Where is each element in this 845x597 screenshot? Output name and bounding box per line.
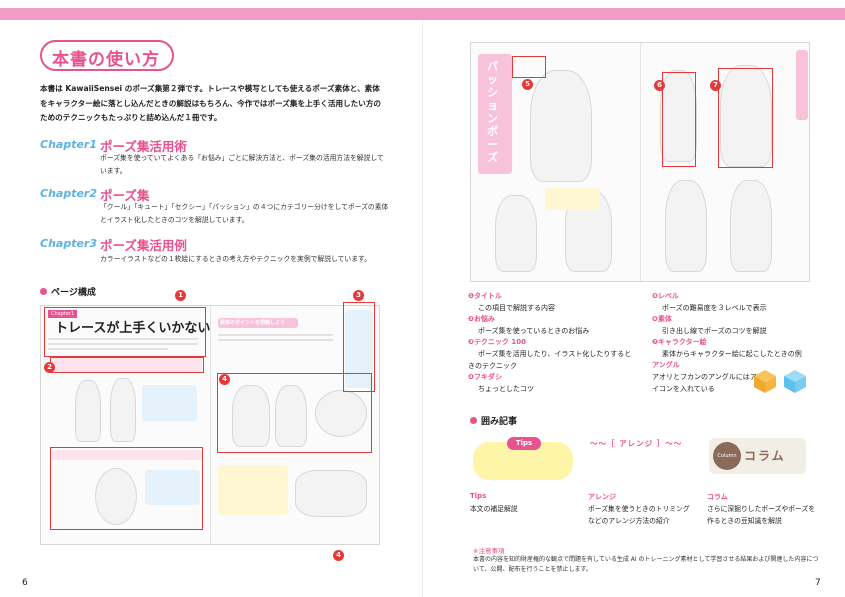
- page-number-left: 6: [22, 578, 28, 588]
- sample-text-line: [48, 343, 198, 345]
- intro-text: 本書は KawaiiSensei のポーズ集第２弾です。トレースや模写としても使…: [40, 84, 382, 122]
- note-heading: ※注意事項: [473, 547, 505, 555]
- sample-vertical-title-bg: [478, 54, 512, 174]
- chapter3-title: ポーズ集活用例: [100, 238, 187, 253]
- page-title: 本書の使い方: [52, 50, 160, 70]
- chapter1-title: ポーズ集活用術: [100, 139, 187, 154]
- legend-title: ❶タイトルこの項目で解説する内容: [468, 292, 555, 312]
- sample-pose-figure: [660, 70, 697, 162]
- top-color-bar: [0, 8, 845, 20]
- callout-box-character: [718, 68, 773, 168]
- callout-5: 5: [522, 79, 533, 90]
- legend-level: ❺レベルポーズの難易度を３レベルで表示: [652, 292, 767, 312]
- sample-subhead: 素体のポイントを把握しよう: [220, 320, 286, 326]
- callout-7: 7: [710, 80, 721, 91]
- sample-tip-box: [545, 188, 600, 210]
- sample-chapter-tag: Chapter1: [48, 310, 78, 318]
- sample-worry-box: [52, 358, 202, 372]
- callout-4: 4: [219, 374, 230, 385]
- sample-text-line: [218, 334, 333, 336]
- sample-title: トレースが上手くいかない: [55, 321, 211, 336]
- sample-pose-figure: [495, 195, 537, 272]
- column-circle: Column: [713, 442, 741, 470]
- chapter2-desc: 「クール」「キュート」「セクシー」「パッション」の４つにカテゴリー分けをしてポー…: [100, 203, 389, 224]
- legend-character: ❼キャラクター絵素体からキャラクター絵に起こしたときの例: [652, 338, 802, 358]
- angle-up-icon: [754, 370, 776, 393]
- sample-vertical-title: パッションポーズ: [487, 60, 498, 164]
- chapter3-label: Chapter3: [40, 237, 97, 250]
- sample-tip-box: [142, 385, 197, 421]
- callout-box-bubble: [217, 373, 372, 453]
- page-gutter: [422, 20, 423, 597]
- angle-down-icon: [784, 370, 806, 393]
- callout-2: 2: [44, 362, 55, 373]
- tips-label: Tips: [470, 492, 487, 500]
- chapter2-title: ポーズ集: [100, 188, 150, 203]
- legend-body: ❻素体引き出し線でポーズのコツを解説: [652, 315, 767, 335]
- callout-box-body: [662, 72, 696, 167]
- sample-tip-box: [145, 470, 200, 505]
- tips-desc: 本文の補足解説: [470, 505, 518, 513]
- legend-angle: アングルアオリとフカンのアングルにはアイコンを入れている: [652, 361, 757, 393]
- boxes-heading: 囲み記事: [481, 417, 518, 427]
- sample-worry-box: [52, 450, 202, 460]
- sample-gutter: [210, 306, 211, 544]
- arrange-heading: 〜〜［ アレンジ ］〜〜: [590, 439, 683, 448]
- sample-pose-figure: [665, 180, 707, 272]
- sample-pose-figure: [110, 378, 136, 442]
- sample-character-sketch: [315, 390, 367, 437]
- callout-4b: 4: [333, 550, 344, 561]
- sample-character-sketch: [730, 180, 772, 272]
- callout-box-title: [44, 307, 206, 357]
- callout-3: 3: [353, 290, 364, 301]
- tips-tag: Tips: [507, 437, 541, 450]
- note-body: 本書の内容を知的財産権的な観点で問題を有している生成 AI のトレーニング素材と…: [473, 556, 819, 573]
- sample-pose-figure: [530, 70, 592, 182]
- callout-box-level: [512, 56, 546, 78]
- chapter1-desc: ポーズ集を使っていてよくある「お悩み」ごとに解決方法と、ポーズ集の活用方法を解説…: [100, 154, 384, 175]
- chapter1-label: Chapter1: [40, 138, 97, 151]
- sample-text-line: [48, 338, 198, 340]
- callout-box-worry: [50, 357, 204, 373]
- sample-tip-box: [218, 465, 288, 515]
- sample-pose-figure: [75, 380, 101, 442]
- chapter3-desc: カラーイラストなどの１枚絵にするときの考え方やテクニックを実例で解説しています。: [100, 255, 371, 263]
- sample-pose-figure: [275, 385, 307, 447]
- page-number-right: 7: [815, 578, 821, 588]
- section-bullet: [470, 417, 477, 424]
- sample-subhead-bar: [218, 318, 298, 328]
- column-desc: さらに深掘りしたポーズやポーズを作るときの豆知識を解説: [707, 505, 816, 525]
- chapter2-label: Chapter2: [40, 187, 97, 200]
- sample-side-tab: [796, 50, 808, 120]
- column-label: コラム: [707, 493, 728, 501]
- callout-1: 1: [175, 290, 186, 301]
- sample-text-line: [48, 348, 168, 350]
- arrange-desc: ポーズ集を使うときのトリミングなどのアレンジ方法の紹介: [588, 505, 690, 525]
- sample-side-tab: [345, 310, 373, 388]
- sample-pose-figure: [295, 470, 367, 517]
- sample-character-sketch: [95, 468, 137, 525]
- sample-character-sketch: [720, 65, 772, 167]
- page-structure-heading: ページ構成: [51, 288, 96, 298]
- title-frame: [40, 40, 174, 71]
- section-bullet: [40, 288, 47, 295]
- arrange-label: アレンジ: [588, 493, 616, 501]
- callout-box-technique: [343, 302, 375, 392]
- sample-pose-figure: [232, 385, 270, 447]
- sample-text-line: [218, 339, 333, 341]
- column-title: コラム: [744, 449, 786, 463]
- legend-bubble: ❹フキダシちょっとしたコツ: [468, 373, 534, 393]
- callout-6: 6: [654, 80, 665, 91]
- legend-worry: ❷お悩みポーズ集を使っているときのお悩み: [468, 315, 590, 335]
- callout-box-bubble: [50, 447, 203, 530]
- sample-gutter: [640, 43, 641, 281]
